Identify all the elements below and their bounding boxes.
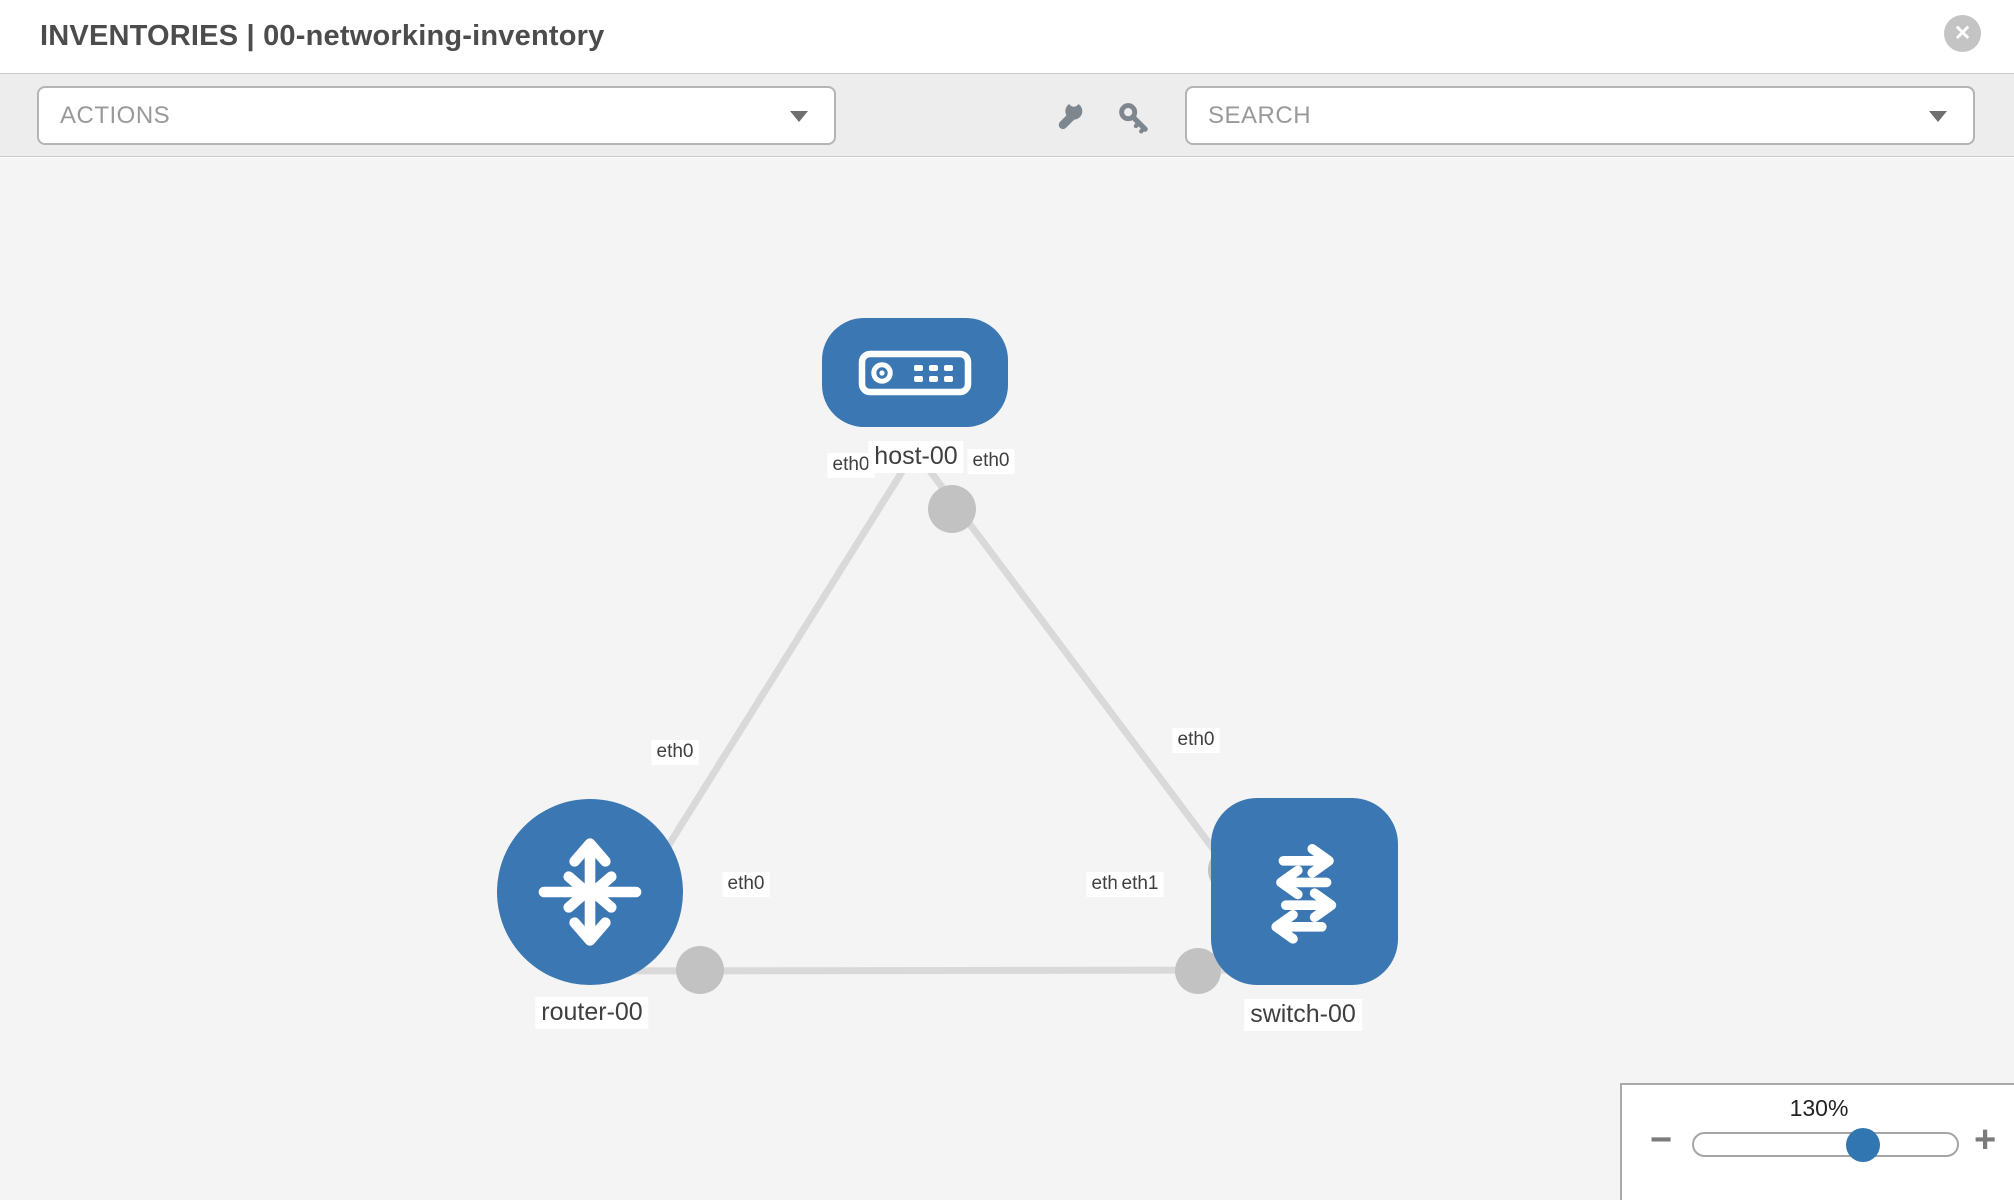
node-router-00[interactable] xyxy=(497,799,683,985)
node-label-host: host-00 xyxy=(868,441,964,473)
tools-button[interactable] xyxy=(1048,98,1088,138)
wrench-icon xyxy=(1058,100,1083,130)
topology-canvas[interactable] xyxy=(0,158,2014,1200)
node-label-switch: switch-00 xyxy=(1244,999,1362,1031)
interface-label: eth0 xyxy=(1172,728,1220,753)
header: INVENTORIES | 00-networking-inventory ✕ xyxy=(0,0,2014,73)
interface-label: eth0 xyxy=(722,872,770,897)
page-title: INVENTORIES | 00-networking-inventory xyxy=(40,20,605,52)
node-switch-00[interactable] xyxy=(1211,798,1398,985)
zoom-level-label: 130% xyxy=(1789,1095,1849,1121)
connector-host-eth0 xyxy=(928,485,976,533)
host-icon xyxy=(858,350,972,395)
close-icon: ✕ xyxy=(1953,22,1972,45)
zoom-slider-handle[interactable] xyxy=(1846,1128,1880,1162)
edge-router-switch xyxy=(589,966,1305,975)
router-icon xyxy=(538,838,642,946)
node-host-00[interactable] xyxy=(822,318,1008,427)
actions-dropdown-label: ACTIONS xyxy=(60,101,171,129)
interface-label: eth0 xyxy=(967,449,1015,474)
switch-icon xyxy=(1270,843,1336,944)
search-dropdown[interactable]: SEARCH xyxy=(1185,86,1975,145)
zoom-slider[interactable] xyxy=(1692,1132,1959,1157)
actions-dropdown[interactable]: ACTIONS xyxy=(37,86,836,145)
chevron-down-icon xyxy=(790,110,808,122)
node-label-router: router-00 xyxy=(535,997,649,1029)
chevron-down-icon xyxy=(1929,110,1947,122)
interface-label: eth1 xyxy=(1116,872,1164,897)
zoom-out-button[interactable]: − xyxy=(1650,1119,1673,1161)
interface-label: eth0 xyxy=(651,740,699,765)
close-button[interactable]: ✕ xyxy=(1944,15,1981,52)
connector-router-eth0 xyxy=(676,946,724,994)
topology-edges-layer xyxy=(587,448,1307,994)
search-placeholder: SEARCH xyxy=(1208,101,1312,129)
zoom-in-button[interactable]: + xyxy=(1974,1119,1997,1161)
key-button[interactable] xyxy=(1114,98,1154,138)
key-icon xyxy=(1119,103,1148,134)
toolbar: ACTIONS SEARCH xyxy=(0,73,2014,157)
zoom-panel: 130% − + xyxy=(1620,1083,2014,1200)
